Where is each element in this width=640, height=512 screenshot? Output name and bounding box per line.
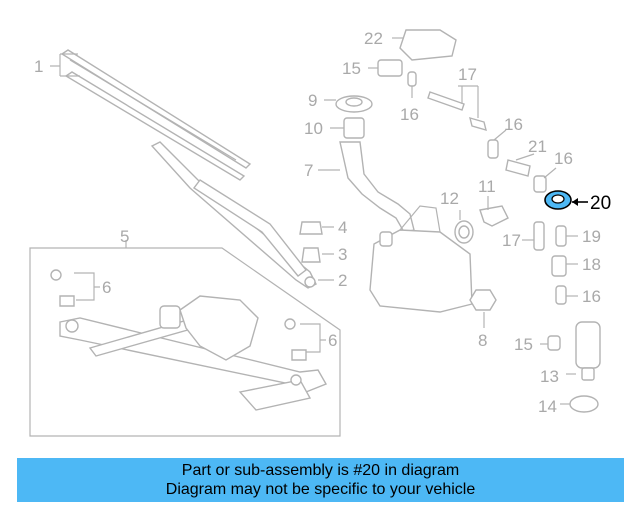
part-10-cap	[343, 117, 365, 139]
part-13-pump-motor	[575, 321, 601, 381]
callout-16c: 16	[554, 149, 573, 168]
callout-16a: 16	[400, 105, 419, 124]
part-14-grommet	[569, 395, 599, 413]
callout-16d: 16	[582, 287, 601, 306]
washer-reservoir	[339, 141, 473, 313]
callout-17b: 17	[502, 231, 521, 250]
callout-2: 2	[338, 271, 347, 290]
callout-22: 22	[364, 29, 383, 48]
parts-diagram: 1 2 3 4 5 6 6 7 8 9 10 11 12 13 14 15 15…	[29, 29, 611, 437]
callout-8: 8	[478, 331, 487, 350]
callout-11: 11	[478, 177, 496, 196]
callout-21: 21	[528, 137, 547, 156]
banner-line-2: Diagram may not be specific to your vehi…	[165, 481, 476, 498]
callout-19: 19	[582, 227, 601, 246]
linkage-assembly-frame	[29, 247, 341, 437]
callout-1: 1	[34, 57, 43, 76]
wiper-linkage	[59, 295, 328, 411]
part-11-pump	[479, 205, 509, 227]
part-15-connector	[377, 59, 403, 77]
banner-line-1: Part or sub-assembly is #20 in diagram	[181, 462, 460, 479]
part-20-highlighted	[544, 190, 572, 210]
wiper-arm	[150, 141, 317, 289]
callout-7: 7	[304, 161, 313, 180]
callout-15a: 15	[342, 59, 361, 78]
part-8-nut	[469, 289, 497, 311]
callout-6a: 6	[102, 278, 111, 297]
grommet-4	[299, 221, 323, 235]
callout-12: 12	[440, 189, 459, 208]
callout-14: 14	[538, 397, 557, 416]
callout-17a: 17	[458, 65, 477, 84]
part-17-hose	[427, 91, 465, 111]
callout-5: 5	[120, 227, 129, 246]
nut-3	[301, 247, 321, 263]
callout-20-highlighted: 20	[590, 193, 611, 214]
callout-16b: 16	[504, 115, 523, 134]
callout-15b: 15	[514, 335, 533, 354]
wiper-blade	[60, 49, 252, 181]
callout-9: 9	[308, 91, 317, 110]
part-22-cover	[399, 29, 457, 61]
callout-4: 4	[338, 218, 347, 237]
part-12-grommet	[454, 220, 474, 244]
callout-18: 18	[582, 255, 601, 274]
part-9-seal	[335, 95, 373, 113]
callout-10: 10	[304, 119, 323, 138]
part-info-banner: Part or sub-assembly is #20 in diagram D…	[17, 458, 624, 502]
callout-6b: 6	[328, 331, 337, 350]
pivot-nuts	[50, 269, 307, 361]
callout-13: 13	[540, 367, 559, 386]
callout-3: 3	[338, 245, 347, 264]
